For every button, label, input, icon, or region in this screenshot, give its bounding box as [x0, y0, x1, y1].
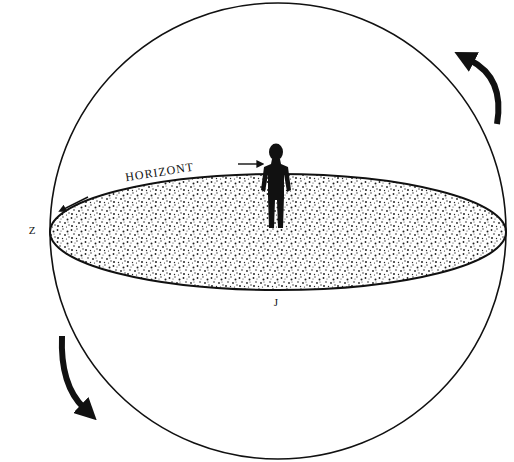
sphere-outline	[50, 3, 506, 459]
horizon-label: HORIZONT	[123, 159, 198, 184]
horizon-pointer	[238, 163, 258, 164]
rotation-arrow	[62, 336, 84, 408]
cardinal-letter: J	[272, 296, 280, 309]
cardinal-letter: Z	[27, 224, 38, 237]
rotation-arrow	[470, 60, 498, 124]
horizon-pointer	[64, 197, 88, 209]
observer-figure	[261, 144, 291, 229]
